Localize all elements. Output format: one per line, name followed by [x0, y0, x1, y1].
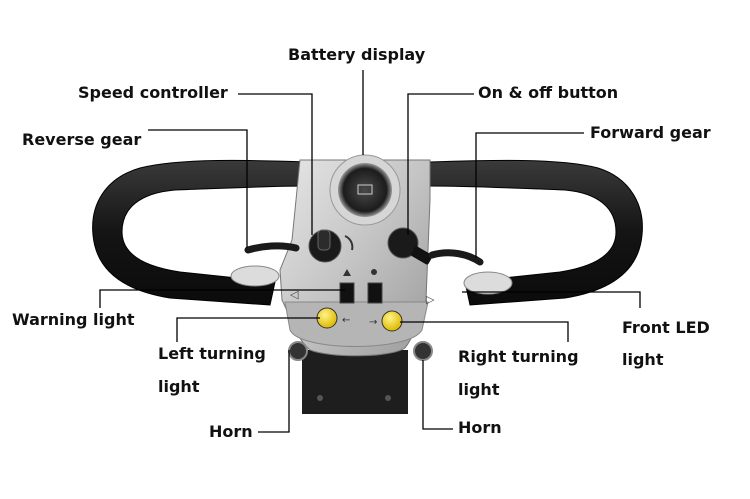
steering-column [302, 350, 408, 414]
label-left-turning-light-line2: light [158, 377, 200, 396]
light-switch[interactable] [367, 282, 383, 304]
right-arrow-icon: → [369, 317, 377, 328]
right-horn-button[interactable] [413, 341, 433, 361]
speed-knob-grip [317, 229, 331, 251]
leader-front-led-light [462, 291, 641, 308]
warning-triangle-icon [343, 269, 351, 276]
right-led-reflector [463, 271, 513, 295]
label-battery-display: Battery display [288, 45, 426, 64]
leader-reverse-gear [148, 129, 248, 248]
label-right-turning-light-line2: light [458, 380, 500, 399]
left-handlebar-grip [92, 159, 309, 306]
label-on-off-button: On & off button [478, 83, 619, 102]
left-arrow-icon: ← [342, 315, 350, 326]
leader-warning-light [99, 289, 345, 308]
leader-on-off-button [407, 93, 474, 235]
right-handlebar-grip [429, 159, 643, 306]
leader-right-turning-light [400, 321, 569, 342]
label-reverse-gear: Reverse gear [22, 130, 142, 149]
label-horn-left: Horn [209, 422, 253, 441]
label-front-led-light-line2: light [622, 350, 664, 369]
label-right-turning-light-line1: Right turning [458, 347, 579, 366]
battery-display-face [338, 163, 392, 217]
column-bolt [317, 395, 323, 401]
left-led-reflector [230, 265, 280, 287]
column-bolt [385, 395, 391, 401]
horn-left-icon: ◁ [290, 288, 299, 301]
label-speed-controller: Speed controller [78, 83, 228, 102]
warning-light-switch[interactable] [339, 282, 355, 304]
on-off-key-switch[interactable] [387, 227, 419, 259]
leader-horn-left [258, 350, 290, 433]
leader-left-turning-light [176, 317, 320, 342]
label-warning-light: Warning light [12, 310, 135, 329]
forward-gear-lever[interactable] [428, 249, 484, 266]
light-icon [371, 269, 377, 275]
leader-lines [99, 70, 641, 433]
speed-arrow-icon [344, 235, 354, 251]
leader-speed-controller [238, 93, 313, 235]
horn-right-icon: ▷ [426, 293, 435, 306]
label-left-turning-light-line1: Left turning [158, 344, 266, 363]
left-horn-button[interactable] [288, 341, 308, 361]
right-turning-button[interactable] [381, 310, 403, 332]
leader-forward-gear [475, 132, 584, 258]
label-front-led-light-line1: Front LED [622, 318, 710, 337]
console-lower-lip [284, 301, 429, 347]
label-horn-right: Horn [458, 418, 502, 437]
reverse-gear-lever[interactable] [244, 242, 300, 254]
battery-icon [357, 184, 373, 195]
label-forward-gear: Forward gear [590, 123, 711, 142]
leader-horn-right [422, 360, 453, 430]
key-icon [411, 246, 433, 265]
